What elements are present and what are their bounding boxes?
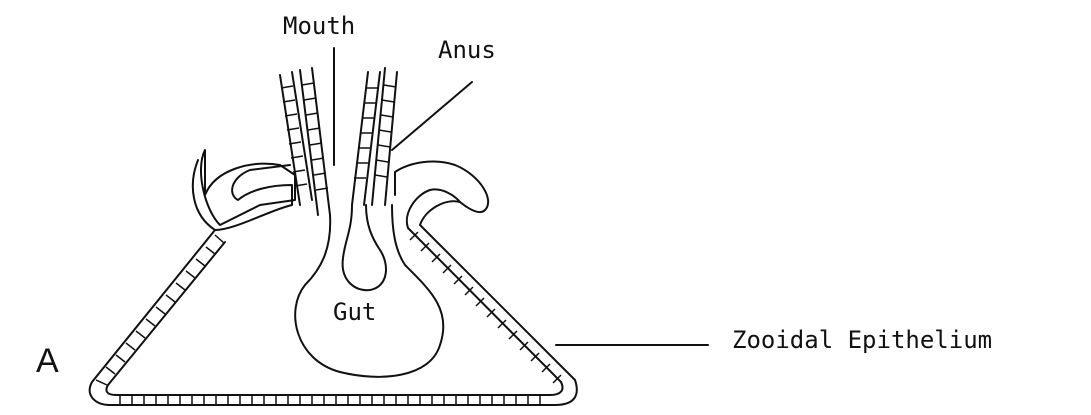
- stomach-outline: [343, 205, 386, 290]
- body-wall-triangle-outer: [90, 161, 577, 405]
- anus-label: Anus: [438, 38, 496, 62]
- anus-leader: [392, 82, 472, 150]
- side-cells: [96, 232, 561, 385]
- body-wall-outer: [201, 150, 295, 225]
- body-wall-triangle-inner: [106, 189, 562, 395]
- gut-label: Gut: [333, 300, 376, 324]
- base-cells: [120, 395, 540, 405]
- panel-letter: A: [36, 344, 59, 378]
- tentacle-sheath: [280, 68, 397, 215]
- mouth-label: Mouth: [283, 14, 355, 38]
- body-wall-left-fold: [193, 160, 292, 230]
- zooidal-epithelium-label: Zooidal Epithelium: [732, 328, 992, 352]
